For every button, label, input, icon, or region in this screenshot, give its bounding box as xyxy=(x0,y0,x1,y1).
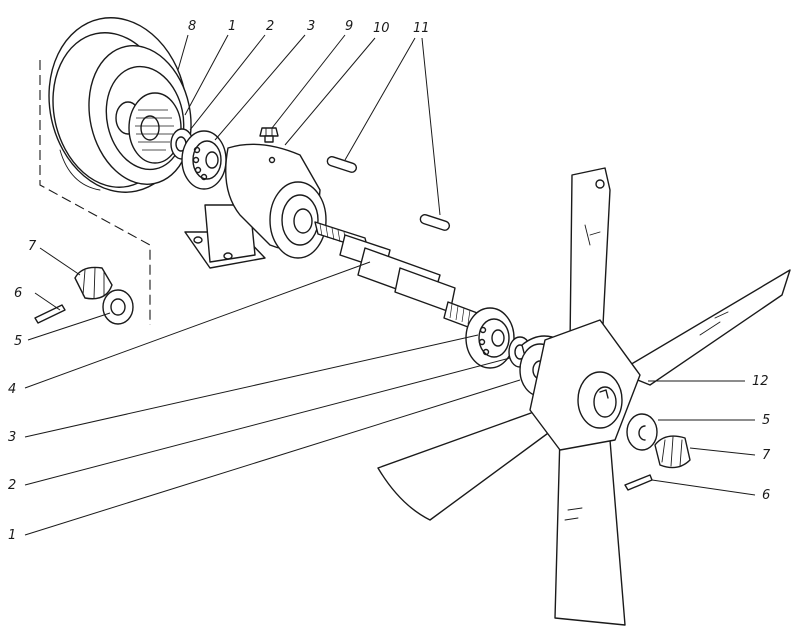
label-7: 7 xyxy=(28,239,37,254)
label-3: 3 xyxy=(8,430,16,445)
cotter-pin-left xyxy=(34,304,66,324)
bearing-top xyxy=(181,130,227,190)
label-2: 2 xyxy=(266,19,274,34)
label-2: 2 xyxy=(8,478,16,493)
label-12: 12 xyxy=(752,374,769,389)
label-7: 7 xyxy=(762,448,771,463)
label-1: 1 xyxy=(8,528,16,543)
bearing-housing xyxy=(184,143,327,269)
label-9: 9 xyxy=(345,19,353,34)
washer-right xyxy=(626,413,658,451)
washer-left xyxy=(102,289,134,325)
group-bracket xyxy=(39,60,151,325)
label-6: 6 xyxy=(762,488,770,503)
castle-nut-left xyxy=(74,266,113,300)
label-4: 4 xyxy=(8,382,16,397)
leader-lines xyxy=(24,34,756,536)
shaft xyxy=(314,221,481,331)
label-5: 5 xyxy=(14,334,22,349)
cotter-pin-right xyxy=(624,474,653,491)
label-8: 8 xyxy=(188,19,196,34)
label-5: 5 xyxy=(762,413,770,428)
label-3: 3 xyxy=(307,19,315,34)
label-6: 6 xyxy=(14,286,22,301)
pulley xyxy=(48,17,192,193)
keys xyxy=(326,156,451,231)
part-labels: 8 1 2 3 9 10 11 7 6 5 4 3 2 1 12 5 7 6 xyxy=(8,19,771,543)
label-1: 1 xyxy=(228,19,236,34)
label-11: 11 xyxy=(413,21,430,36)
castle-nut-right xyxy=(654,435,691,469)
label-10: 10 xyxy=(373,21,390,36)
fan xyxy=(377,167,791,626)
grease-nipple xyxy=(259,127,279,143)
hub-top xyxy=(128,92,182,164)
